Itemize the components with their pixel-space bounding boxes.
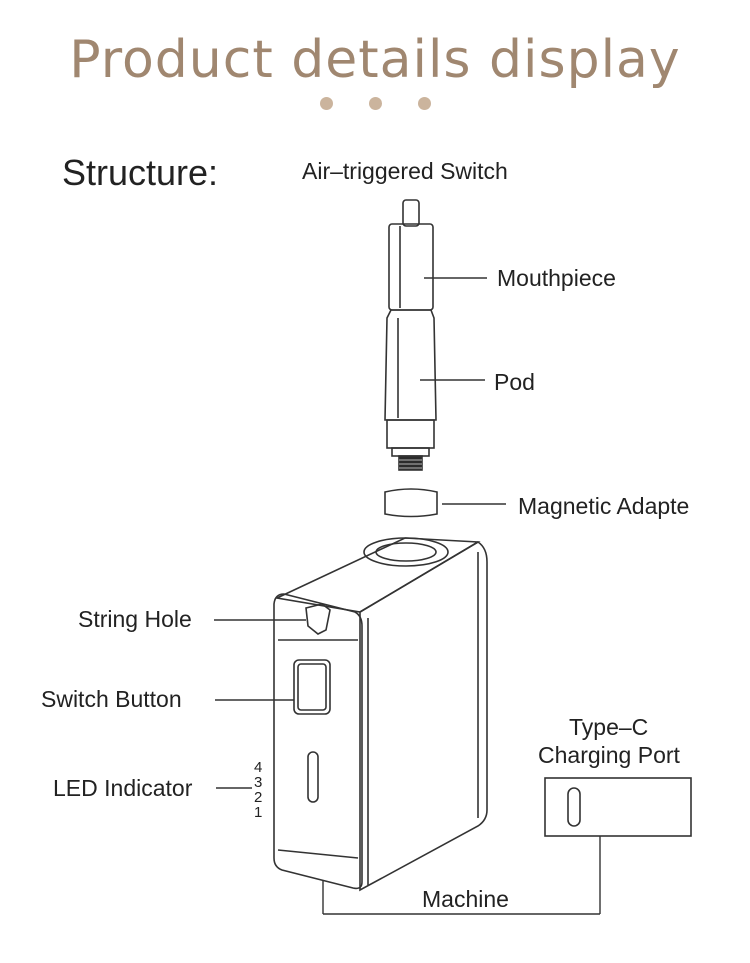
label-magnetic-adapter: Magnetic Adapte [518, 493, 690, 519]
leader-lines [214, 277, 601, 915]
label-charging-port: Charging Port [538, 742, 680, 768]
led-level: 2 [254, 789, 263, 806]
label-led-indicator: LED Indicator [53, 775, 193, 801]
page-title: Product details display [69, 30, 681, 90]
decorative-dot [368, 97, 382, 110]
decorative-dot [319, 97, 333, 110]
mouthpiece-drawing [388, 223, 434, 311]
led-level: 4 [254, 759, 263, 776]
type-c-port-drawing [544, 777, 692, 837]
led-level: 1 [254, 804, 263, 821]
decorative-dot [417, 97, 431, 110]
label-mouthpiece: Mouthpiece [497, 265, 616, 291]
label-switch-button: Switch Button [41, 686, 182, 712]
machine-body-drawing [273, 537, 488, 892]
air-switch-tip [402, 199, 420, 227]
led-level-numbers: 4 3 2 1 [254, 760, 262, 820]
label-pod: Pod [494, 369, 535, 395]
pod-thread-drawing [398, 455, 423, 471]
pod-drawing [384, 309, 437, 457]
structure-heading: Structure: [62, 152, 219, 193]
magnetic-adapter-drawing [384, 488, 438, 518]
led-level: 3 [254, 774, 263, 791]
label-air-switch: Air–triggered Switch [302, 158, 508, 184]
label-type-c: Type–C [569, 714, 649, 740]
label-machine: Machine [422, 886, 509, 912]
title-dots [0, 97, 750, 110]
label-string-hole: String Hole [78, 606, 192, 632]
